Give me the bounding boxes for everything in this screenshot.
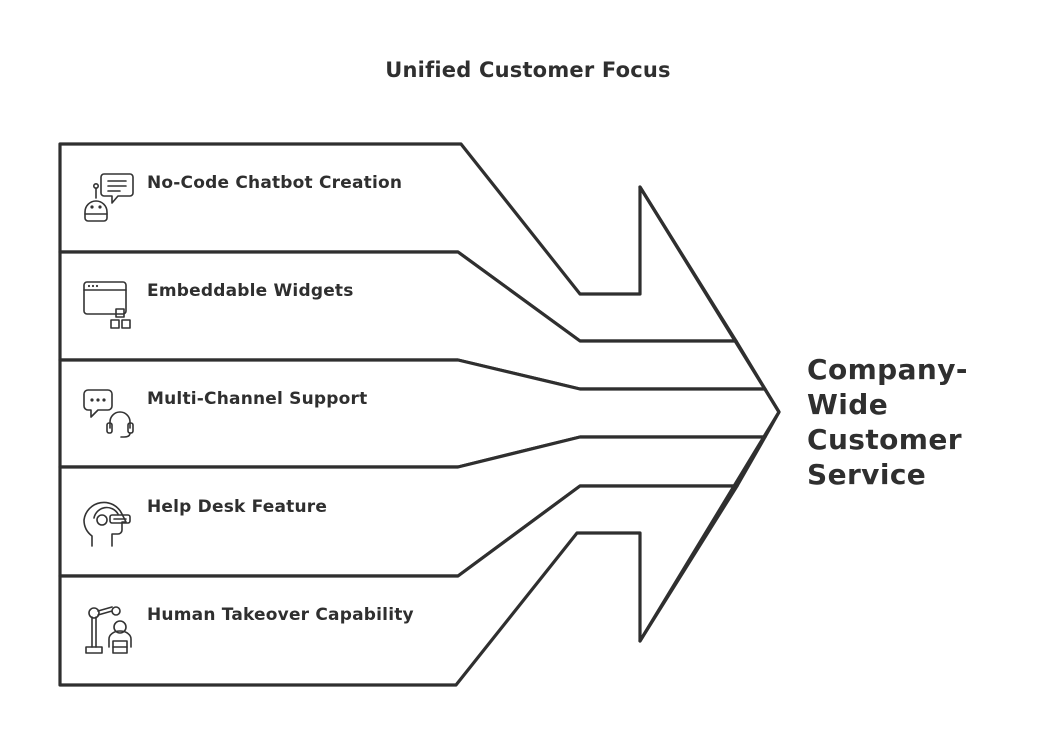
feature-label-help-desk-feature: Help Desk Feature (147, 497, 327, 517)
robot-arm-human-icon (85, 606, 132, 654)
target-label-line-4: Service (807, 458, 926, 491)
feature-label-embeddable-widgets: Embeddable Widgets (147, 281, 354, 301)
feature-label-no-code-chatbot-creation: No-Code Chatbot Creation (147, 173, 402, 193)
chat-support-icon (83, 389, 134, 438)
target-label: Company- Wide Customer Service (807, 353, 968, 491)
diagram-title: Unified Customer Focus (385, 58, 670, 82)
helpdesk-headset-icon (83, 501, 131, 547)
target-label-line-1: Company- (807, 353, 968, 386)
target-label-line-3: Customer (807, 423, 962, 456)
feature-band-5 (58, 484, 739, 687)
feature-label-multi-channel-support: Multi-Channel Support (147, 389, 367, 409)
feature-label-human-takeover-capability: Human Takeover Capability (147, 605, 414, 625)
target-label-line-2: Wide (807, 388, 888, 421)
arrow-head-outline (638, 185, 781, 643)
widget-icon (83, 281, 131, 329)
chatbot-icon (84, 173, 134, 222)
